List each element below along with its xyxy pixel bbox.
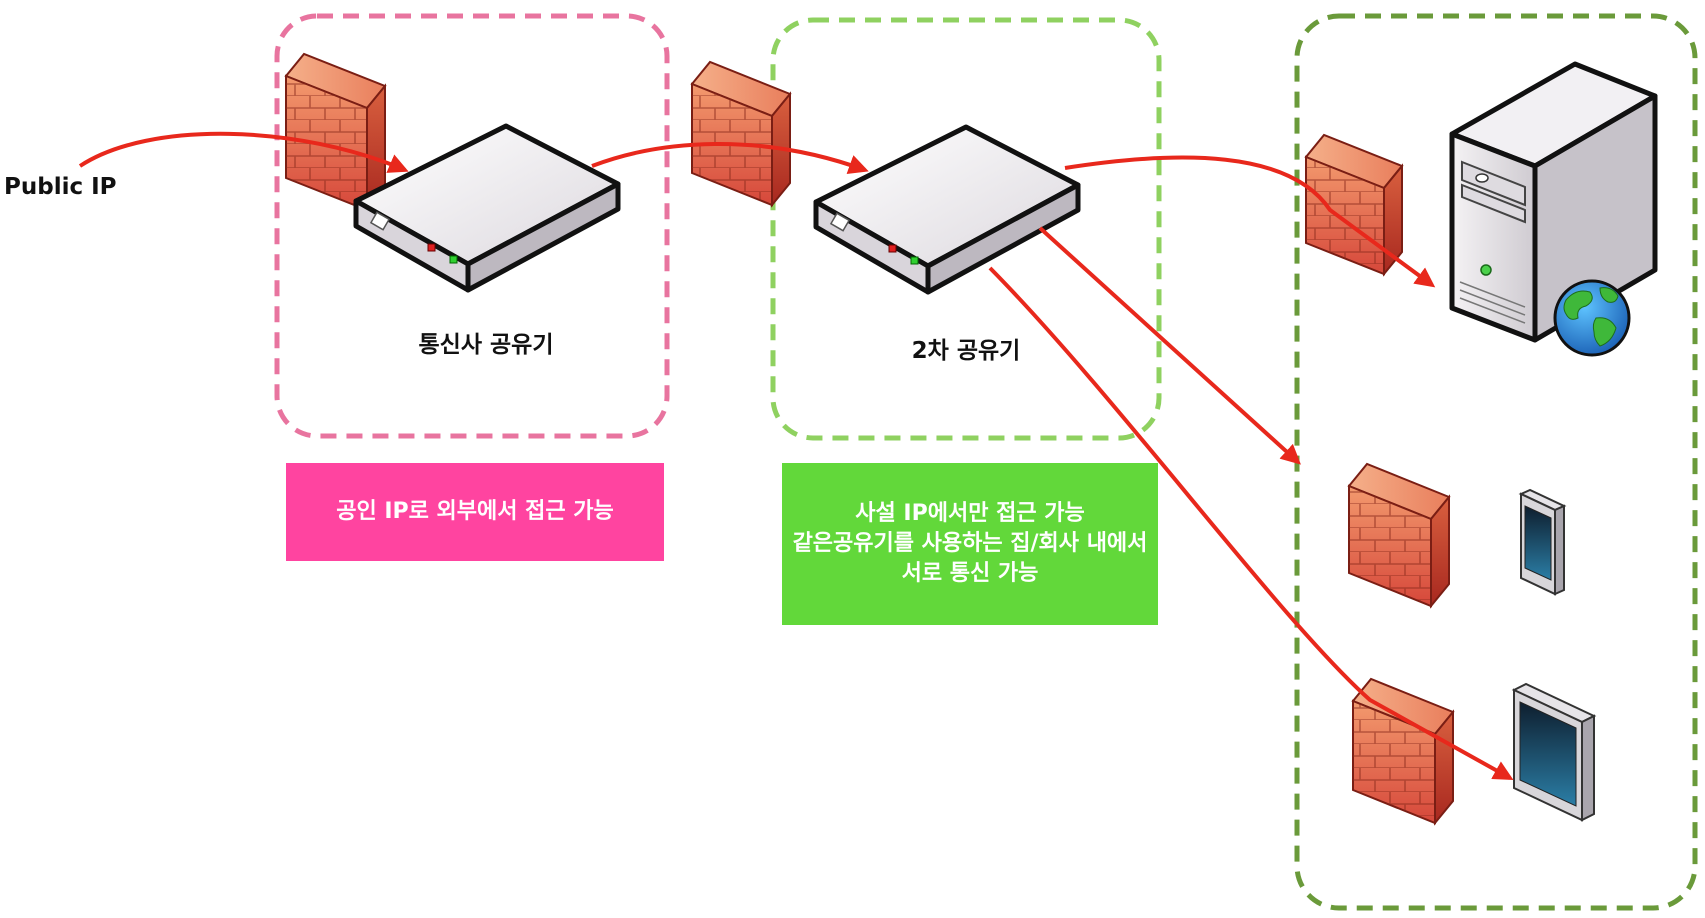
- firewall-icon: [1351, 677, 1455, 826]
- arrow-internet-to-isp-router: [78, 131, 409, 173]
- public-access-text: 공인 IP로 외부에서 접근 가능: [336, 499, 614, 524]
- tower-server-icon: [1449, 61, 1658, 343]
- router-icon: [353, 123, 621, 293]
- private-access-line-1: 사설 IP에서만 접근 가능: [855, 501, 1085, 526]
- arrow-router-to-tablet: [988, 266, 1514, 780]
- firewall-icon: [1304, 133, 1404, 277]
- private-access-box-text: 사설 IP에서만 접근 가능 같은공유기를 사용하는 집/회사 내에서 서로 통…: [782, 463, 1158, 625]
- isp-router-label: 통신사 공유기: [419, 332, 554, 358]
- private-zone-border: [770, 17, 1162, 441]
- private-access-line-2: 같은공유기를 사용하는 집/회사 내에서: [792, 531, 1148, 556]
- arrow-isp-to-secondary-router: [591, 141, 869, 174]
- globe-icon: [1553, 279, 1631, 357]
- public-access-box: [286, 463, 664, 561]
- public-access-box-text: 공인 IP로 외부에서 접근 가능: [286, 463, 664, 561]
- firewall-icon: [690, 60, 792, 208]
- arrow-router-to-server: [1064, 155, 1436, 288]
- secondary-router-label: 2차 공유기: [912, 338, 1021, 364]
- firewall-icon: [284, 52, 387, 213]
- tablet-icon: [1511, 682, 1597, 822]
- router-icon: [813, 124, 1081, 295]
- arrow-router-to-phone: [1038, 226, 1301, 465]
- firewall-icon: [1347, 462, 1451, 609]
- private-access-box: [782, 463, 1158, 625]
- public-ip-label: Public IP: [4, 174, 117, 200]
- private-access-line-3: 서로 통신 가능: [901, 561, 1039, 586]
- smartphone-icon: [1518, 488, 1567, 596]
